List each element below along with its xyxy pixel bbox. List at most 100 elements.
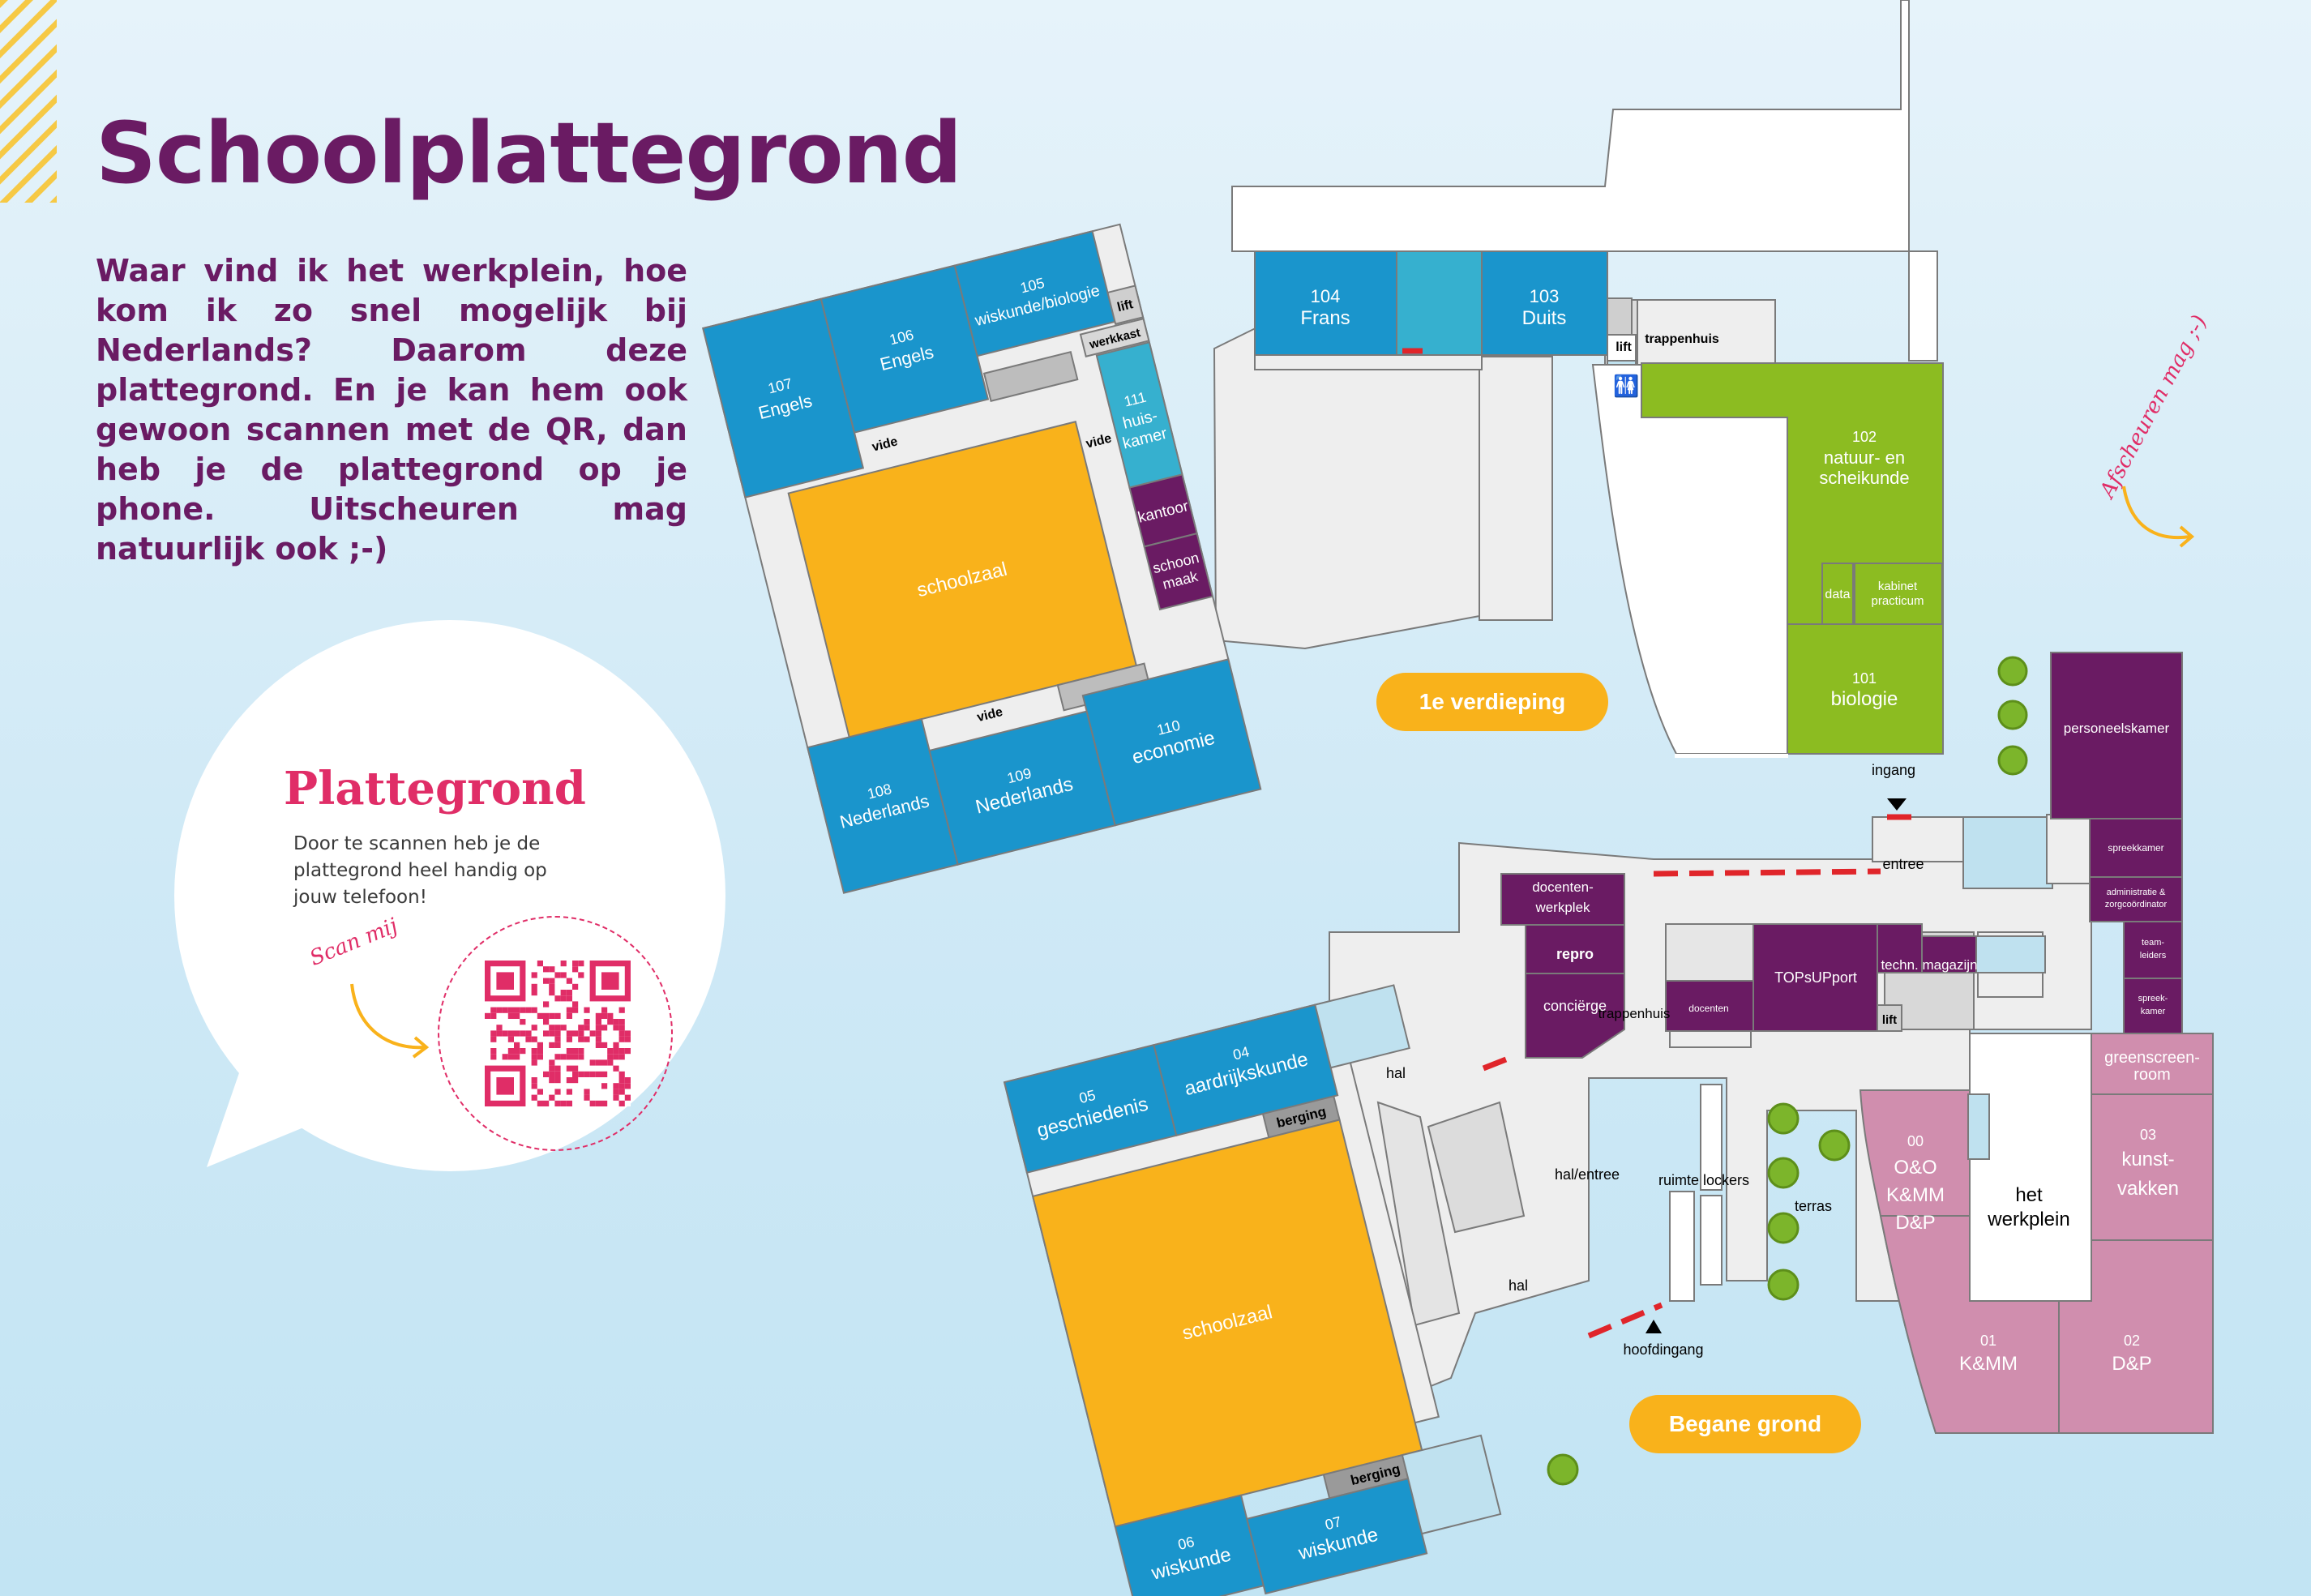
docenten-label: docenten	[1688, 1003, 1728, 1014]
floor-label-first: 1e verdieping	[1376, 673, 1608, 731]
room-kabinet-label1: kabinet	[1878, 580, 1918, 593]
entree-label: entree	[1882, 856, 1924, 872]
room-spreekkamer-a[interactable]	[2089, 818, 2183, 878]
personeelskamer-label: personeelskamer	[2064, 721, 2170, 736]
room-02-name: D&P	[2112, 1353, 2151, 1375]
qr-frame	[438, 916, 673, 1151]
floor-label-ground: Begane grond	[1629, 1395, 1861, 1453]
room-103-name: Duits	[1522, 307, 1567, 329]
curved-arrow-icon	[350, 983, 430, 1059]
svg-text:🚻: 🚻	[1613, 374, 1639, 398]
spreekkamer-b-label2: kamer	[2141, 1007, 2166, 1016]
trappenhuis-0-label: trappenhuis	[1598, 1006, 1671, 1021]
repro-label: repro	[1556, 946, 1594, 962]
bubble-text: Door te scannen heb je de plattegrond he…	[293, 833, 547, 908]
lift-1-label: lift	[1616, 340, 1632, 354]
room-104[interactable]	[1254, 250, 1397, 356]
toilet-ground-a	[1975, 935, 2046, 973]
wing-first-floor	[702, 223, 1262, 894]
room-102-name1: natuur- en	[1824, 447, 1905, 468]
teamleiders-label2: leiders	[2140, 951, 2167, 961]
room-administratie[interactable]	[2089, 876, 2183, 922]
toilet-ground-e	[1401, 1434, 1502, 1535]
toilet-icons: 🚻	[1613, 374, 1639, 398]
room-104-num: 104	[1311, 286, 1341, 306]
stair-block	[1427, 1101, 1526, 1234]
room-00-l2: K&MM	[1886, 1184, 1945, 1206]
teamleiders-label1: team-	[2142, 938, 2164, 948]
room-110[interactable]	[1081, 658, 1262, 827]
building-outline-1	[1231, 0, 1938, 362]
greenscreen-label2: room	[2133, 1066, 2171, 1084]
room-101-num: 101	[1852, 670, 1877, 687]
room-03-l1: kunst-	[2121, 1149, 2174, 1170]
room-00-l3: D&P	[1895, 1212, 1935, 1234]
techn-label: techn. magazijn	[1881, 957, 1977, 973]
room-docenten[interactable]	[1665, 980, 1754, 1032]
room-docentenwerkplek[interactable]	[1500, 873, 1625, 926]
bubble-title: Plattegrond	[284, 762, 586, 815]
room-02-num: 02	[2124, 1333, 2140, 1349]
room-personeelskamer[interactable]	[2050, 652, 2183, 819]
room-kabinet-label2: practicum	[1871, 594, 1924, 608]
room-04-num: 04	[1231, 1043, 1251, 1063]
lift-1b-label: lift	[1116, 297, 1136, 314]
lockers-b	[1669, 1191, 1695, 1302]
spreekkamer-b-label1: spreek-	[2138, 994, 2168, 1003]
room-105[interactable]	[953, 230, 1116, 357]
room-01-num: 01	[1980, 1333, 1996, 1349]
room-101-name: biologie	[1831, 688, 1898, 710]
room-data-label: data	[1825, 588, 1850, 601]
room-topsupport[interactable]	[1753, 923, 1878, 1032]
lift-1	[1607, 297, 1633, 336]
room-03[interactable]	[2091, 1093, 2214, 1241]
werkkast	[1079, 318, 1150, 357]
room-kabinet[interactable]	[1854, 563, 1943, 625]
room-spreekkamer-b[interactable]	[2123, 978, 2183, 1034]
room-05-num: 05	[1077, 1087, 1097, 1106]
room-01[interactable]	[1879, 1215, 2060, 1434]
werkplein-label1: het	[2015, 1184, 2043, 1206]
admin-label2: zorgcoördinator	[2105, 900, 2168, 909]
room-103-num: 103	[1530, 286, 1560, 306]
trappenhuis-1-label: trappenhuis	[1645, 332, 1719, 346]
corridor-1	[1479, 356, 1553, 621]
room-06-num: 06	[1176, 1534, 1196, 1553]
room-techn-magazijn-a[interactable]	[1877, 923, 1923, 973]
entrance-arrow-icon	[1646, 1320, 1662, 1333]
ingang-label: ingang	[1872, 762, 1915, 778]
room-03-l2: vakken	[2117, 1178, 2179, 1200]
qr-code[interactable]	[485, 961, 631, 1106]
lockers-label: ruimte lockers	[1658, 1172, 1749, 1188]
terras-label: terras	[1795, 1198, 1832, 1214]
room-103[interactable]	[1481, 250, 1608, 356]
toilet-ground-d	[1314, 984, 1410, 1069]
werkplein[interactable]	[1969, 1033, 2092, 1302]
hoofdingang-label: hoofdingang	[1623, 1341, 1703, 1358]
schoolzaal-1[interactable]	[787, 421, 1138, 738]
schoolzaal-0[interactable]	[1031, 1119, 1423, 1528]
room-schoonmaak[interactable]	[1143, 532, 1214, 611]
greenscreen-label1: greenscreen-	[2104, 1049, 2200, 1067]
admin-label1: administratie &	[2107, 888, 2166, 897]
room-104-name: Frans	[1300, 307, 1350, 329]
room-00-num: 00	[1907, 1133, 1924, 1149]
room-concierge[interactable]	[1525, 973, 1625, 1059]
trees	[1547, 656, 2028, 1486]
toilet-ground-b	[1962, 816, 2053, 889]
wing-ground-floor	[1003, 984, 1502, 1596]
room-teamleiders[interactable]	[2123, 921, 2183, 979]
curved-arrow-icon	[2122, 486, 2195, 548]
room-blank-teal	[1396, 250, 1483, 356]
docentenwerkplek-label1: docenten-	[1532, 879, 1594, 895]
concierge-label: conciërge	[1543, 998, 1607, 1014]
halentree-label: hal/entree	[1555, 1166, 1620, 1183]
lift-1b	[1106, 285, 1145, 325]
room-07-num: 07	[1324, 1513, 1343, 1533]
lockers-a	[1700, 1084, 1723, 1191]
entrance-arrow-icon	[1887, 798, 1907, 811]
room-data[interactable]	[1821, 563, 1854, 625]
room-102-name2: scheikunde	[1819, 468, 1909, 488]
room-102-num: 102	[1852, 429, 1877, 445]
